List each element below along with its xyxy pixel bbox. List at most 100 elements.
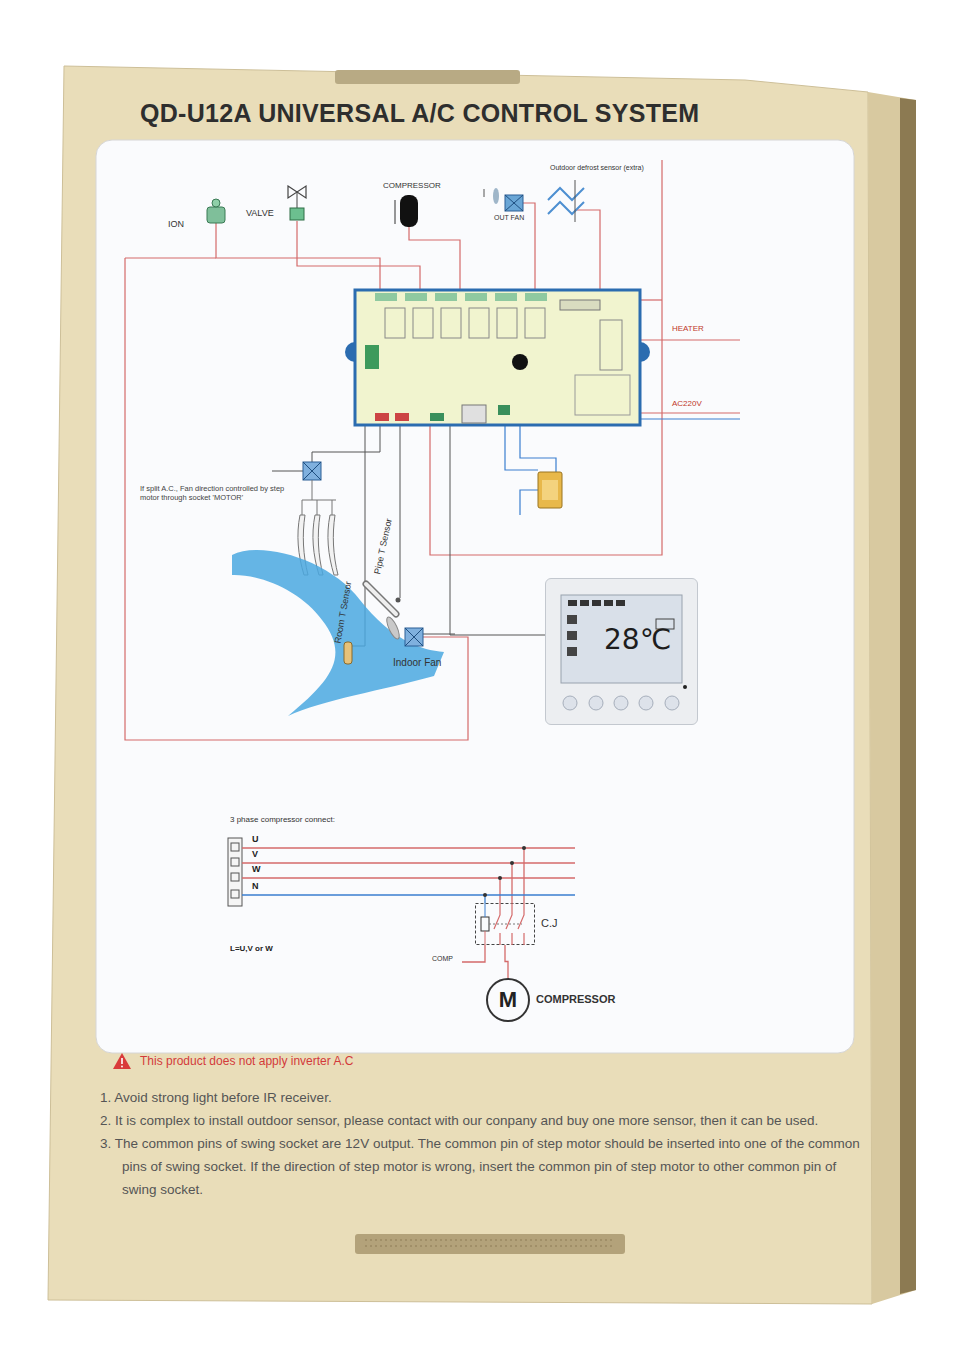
box <box>335 70 520 84</box>
wire <box>640 299 662 300</box>
three-phase-wiring <box>231 858 239 866</box>
button <box>563 696 577 710</box>
contactor: C.J <box>475 903 558 945</box>
box <box>48 66 916 1304</box>
lcd-icon <box>567 647 577 656</box>
warning-icon <box>113 1053 131 1069</box>
terminal-label: HEATER <box>672 324 704 334</box>
three-phase-wiring <box>483 893 487 897</box>
label-text: OUT FAN <box>494 214 524 222</box>
control-board <box>405 293 427 301</box>
outdoor-sensor-symbol <box>548 188 584 200</box>
phase-label: U <box>252 834 259 845</box>
wire <box>523 203 535 290</box>
lcd-icon <box>568 600 577 606</box>
control-board <box>430 413 444 421</box>
lcd-icon <box>580 600 589 606</box>
louver-vanes <box>328 515 338 575</box>
three-phase-wiring <box>498 876 502 880</box>
control-board <box>365 345 379 369</box>
ion-generator <box>207 207 225 223</box>
button <box>639 696 653 710</box>
component-label: Outdoor defrost sensor (extra) <box>550 164 644 172</box>
motor-circle: M <box>486 978 530 1022</box>
three-phase-wiring <box>522 846 526 850</box>
compressor-symbol <box>395 200 396 224</box>
three-phase-wiring <box>231 873 239 881</box>
valve-symbol <box>297 192 298 208</box>
pipe-sensor <box>396 598 401 603</box>
control-board <box>525 308 545 338</box>
wire <box>125 160 740 740</box>
wire <box>216 223 380 290</box>
control-board <box>413 308 433 338</box>
lcd-temperature: 28℃ <box>604 623 671 657</box>
thermostat-panel: 28℃ <box>545 578 698 725</box>
control-board <box>435 293 457 301</box>
note-text: If split A.C., Fan direction controlled … <box>140 484 290 503</box>
component-label: VALVE <box>246 208 274 219</box>
control-board <box>375 413 389 421</box>
control-board <box>385 308 405 338</box>
box <box>48 66 872 1304</box>
three-phase-wiring <box>231 843 239 851</box>
three-phase-wiring <box>242 862 575 863</box>
outdoor-fan-symbol <box>484 189 485 197</box>
coil-lead <box>485 931 486 945</box>
wire <box>400 425 401 598</box>
control-board <box>498 405 510 415</box>
three-phase-wiring <box>228 838 242 906</box>
lcd-icon <box>567 631 577 640</box>
lcd-icon <box>592 600 601 606</box>
label-text: VALVE <box>246 208 274 219</box>
label-text: Indoor Fan <box>393 657 441 669</box>
wire <box>423 634 455 635</box>
compressor-symbol <box>395 195 418 227</box>
box <box>900 98 916 1294</box>
transformer <box>542 480 558 500</box>
indoor-fan-symbol <box>405 628 423 646</box>
warning-text: This product does not apply inverter A.C <box>140 1054 353 1068</box>
swing-motor <box>303 462 321 480</box>
control-board <box>462 405 486 423</box>
label-text: Pipe T Sensor <box>372 517 394 575</box>
wire <box>125 257 216 258</box>
instruction-note: 2. It is complex to install outdoor sens… <box>100 1109 860 1132</box>
three-phase-wiring <box>242 895 575 903</box>
control-board <box>512 354 528 370</box>
control-board <box>345 342 355 362</box>
outdoor-sensor-symbol <box>575 180 576 222</box>
contactor-label: C.J <box>541 917 558 930</box>
pipe-sensor <box>366 584 396 614</box>
indoor-fan-symbol <box>384 615 423 646</box>
three-phase-wiring <box>242 877 575 878</box>
phase-label: V <box>252 849 258 860</box>
control-board <box>441 308 461 338</box>
lcd-icon <box>567 615 577 624</box>
three-phase-wiring <box>510 861 514 865</box>
contactor-box <box>475 903 535 945</box>
control-board <box>640 342 650 362</box>
linkage <box>489 924 522 925</box>
pipe-sensor <box>366 584 396 614</box>
control-board <box>355 290 640 425</box>
wire-label: COMP <box>432 955 453 963</box>
component-label: OUT FAN <box>494 214 524 222</box>
instruction-note: 1. Avoid strong light before IR receiver… <box>100 1086 860 1109</box>
control-board <box>495 293 517 301</box>
warning-icon <box>113 1053 131 1069</box>
terminal-label: AC220V <box>672 399 702 409</box>
warning-icon <box>121 1066 123 1068</box>
control-board <box>575 375 630 415</box>
control-board <box>375 293 397 301</box>
control-board <box>560 300 600 310</box>
box <box>355 1234 625 1254</box>
title: QD-U12A UNIVERSAL A/C CONTROL SYSTEM <box>140 98 699 128</box>
section-heading: 3 phase compressor connect: <box>230 815 335 825</box>
label-text: ION <box>168 219 184 230</box>
three-phase-wiring <box>462 945 485 962</box>
component-label: ION <box>168 219 184 230</box>
wire <box>312 425 380 462</box>
outdoor-fan-symbol <box>505 195 523 211</box>
diagram-panel <box>96 140 854 1053</box>
